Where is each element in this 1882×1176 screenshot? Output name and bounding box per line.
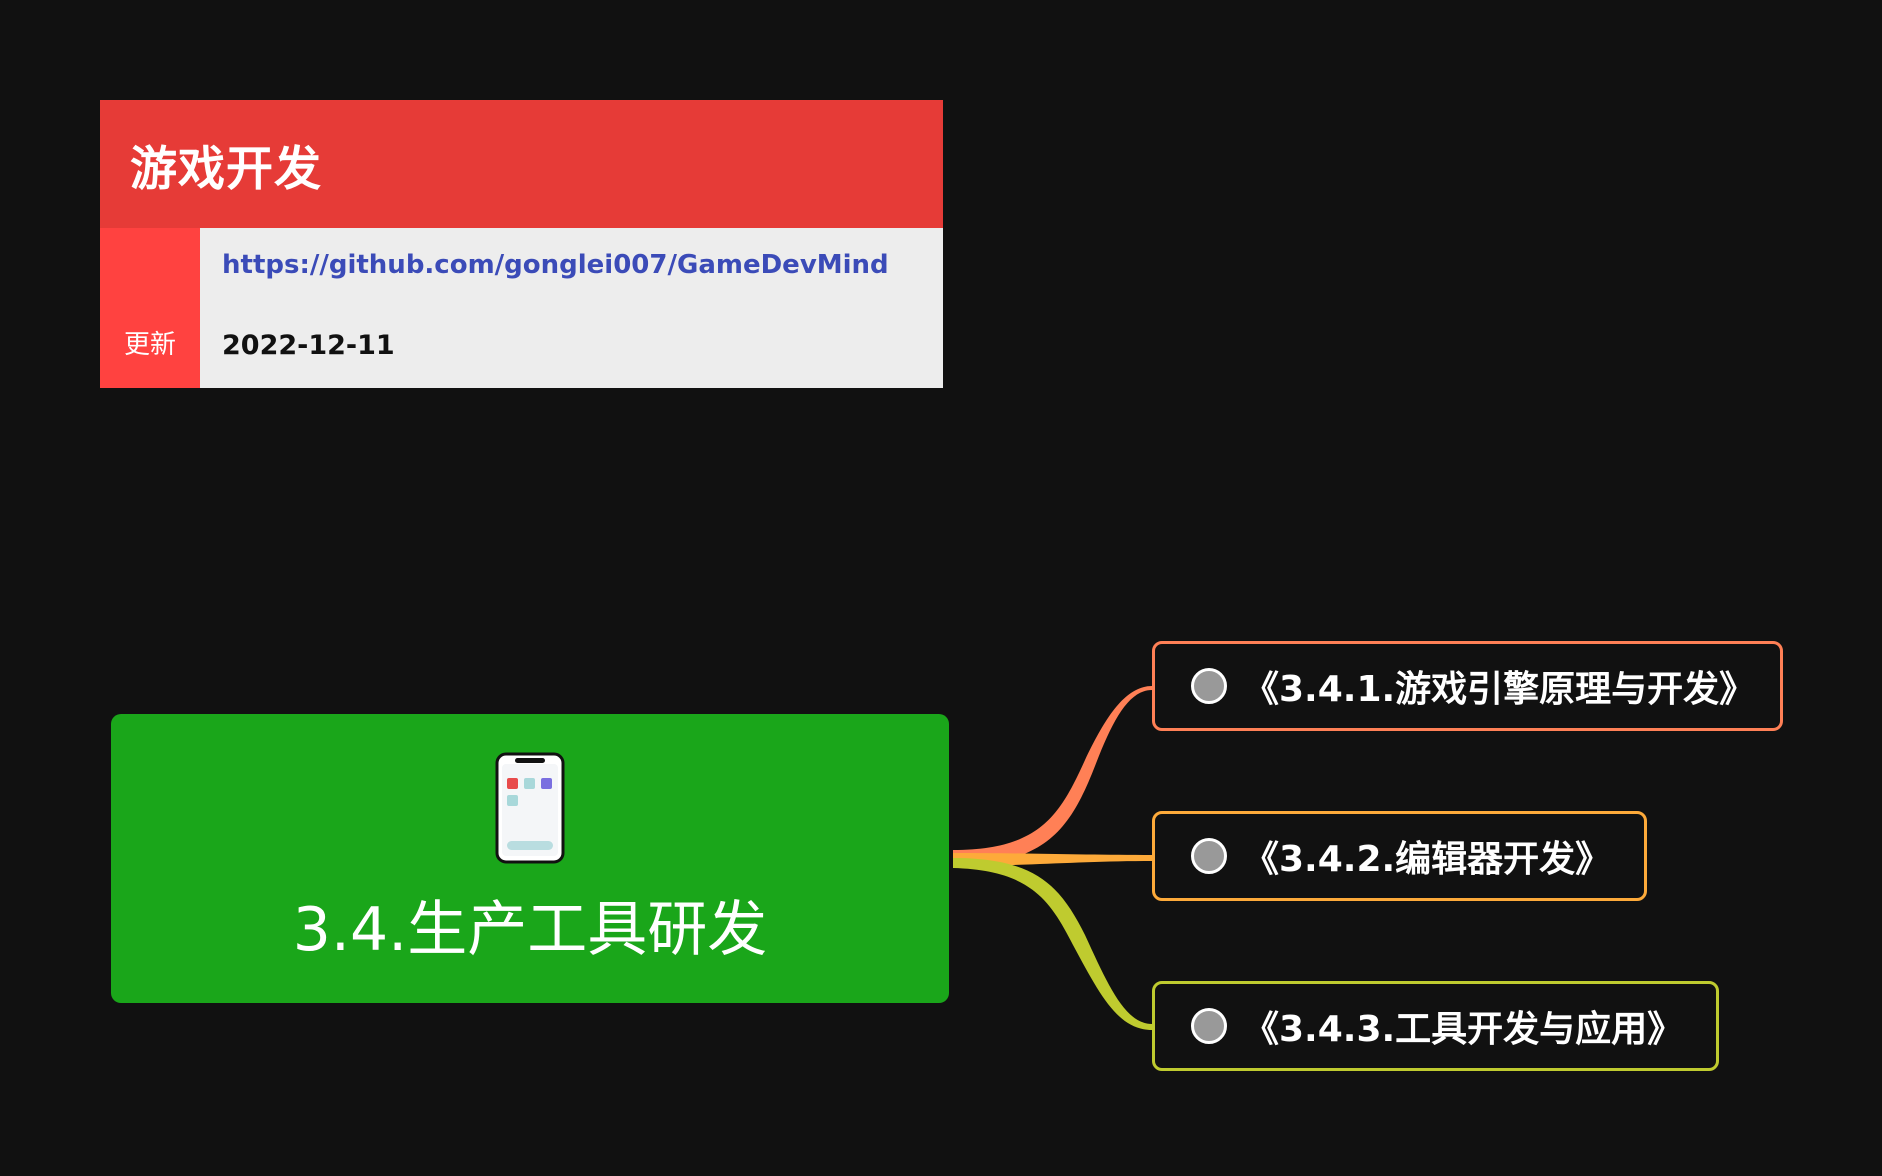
github-link[interactable]: https://github.com/gonglei007/GameDevMin… — [222, 250, 889, 280]
branch-topic-2[interactable]: 《3.4.2.编辑器开发》 — [1152, 811, 1647, 901]
branch-topic-label: 《3.4.3.工具开发与应用》 — [1243, 1009, 1684, 1050]
branch-topic-label: 《3.4.1.游戏引擎原理与开发》 — [1243, 669, 1756, 710]
central-topic-title: 3.4.生产工具研发 — [292, 895, 768, 965]
connector-branch-3 — [953, 858, 1152, 1030]
branch-topic-1[interactable]: 《3.4.1.游戏引擎原理与开发》 — [1152, 641, 1783, 731]
info-card-title: 游戏开发 — [130, 141, 322, 197]
circle-marker-icon — [1191, 838, 1227, 874]
info-card-header: 游戏开发 — [100, 100, 943, 228]
circle-marker-icon — [1191, 1008, 1227, 1044]
circle-marker-icon — [1191, 668, 1227, 704]
connector-branch-2 — [953, 853, 1152, 866]
branch-topic-3[interactable]: 《3.4.3.工具开发与应用》 — [1152, 981, 1719, 1071]
info-card: 游戏开发 更新 https://github.com/gonglei007/Ga… — [100, 100, 943, 388]
branch-topic-label: 《3.4.2.编辑器开发》 — [1243, 839, 1612, 880]
info-card-side: 更新 — [100, 228, 200, 388]
smartphone-app-icon — [495, 752, 565, 864]
info-card-content: https://github.com/gonglei007/GameDevMin… — [200, 228, 943, 388]
update-date: 2022-12-11 — [222, 330, 395, 361]
connector-branch-1 — [953, 686, 1152, 865]
update-label: 更新 — [123, 330, 176, 360]
info-card-body: 更新 https://github.com/gonglei007/GameDev… — [100, 228, 943, 388]
central-topic[interactable]: 3.4.生产工具研发 — [111, 714, 949, 1003]
